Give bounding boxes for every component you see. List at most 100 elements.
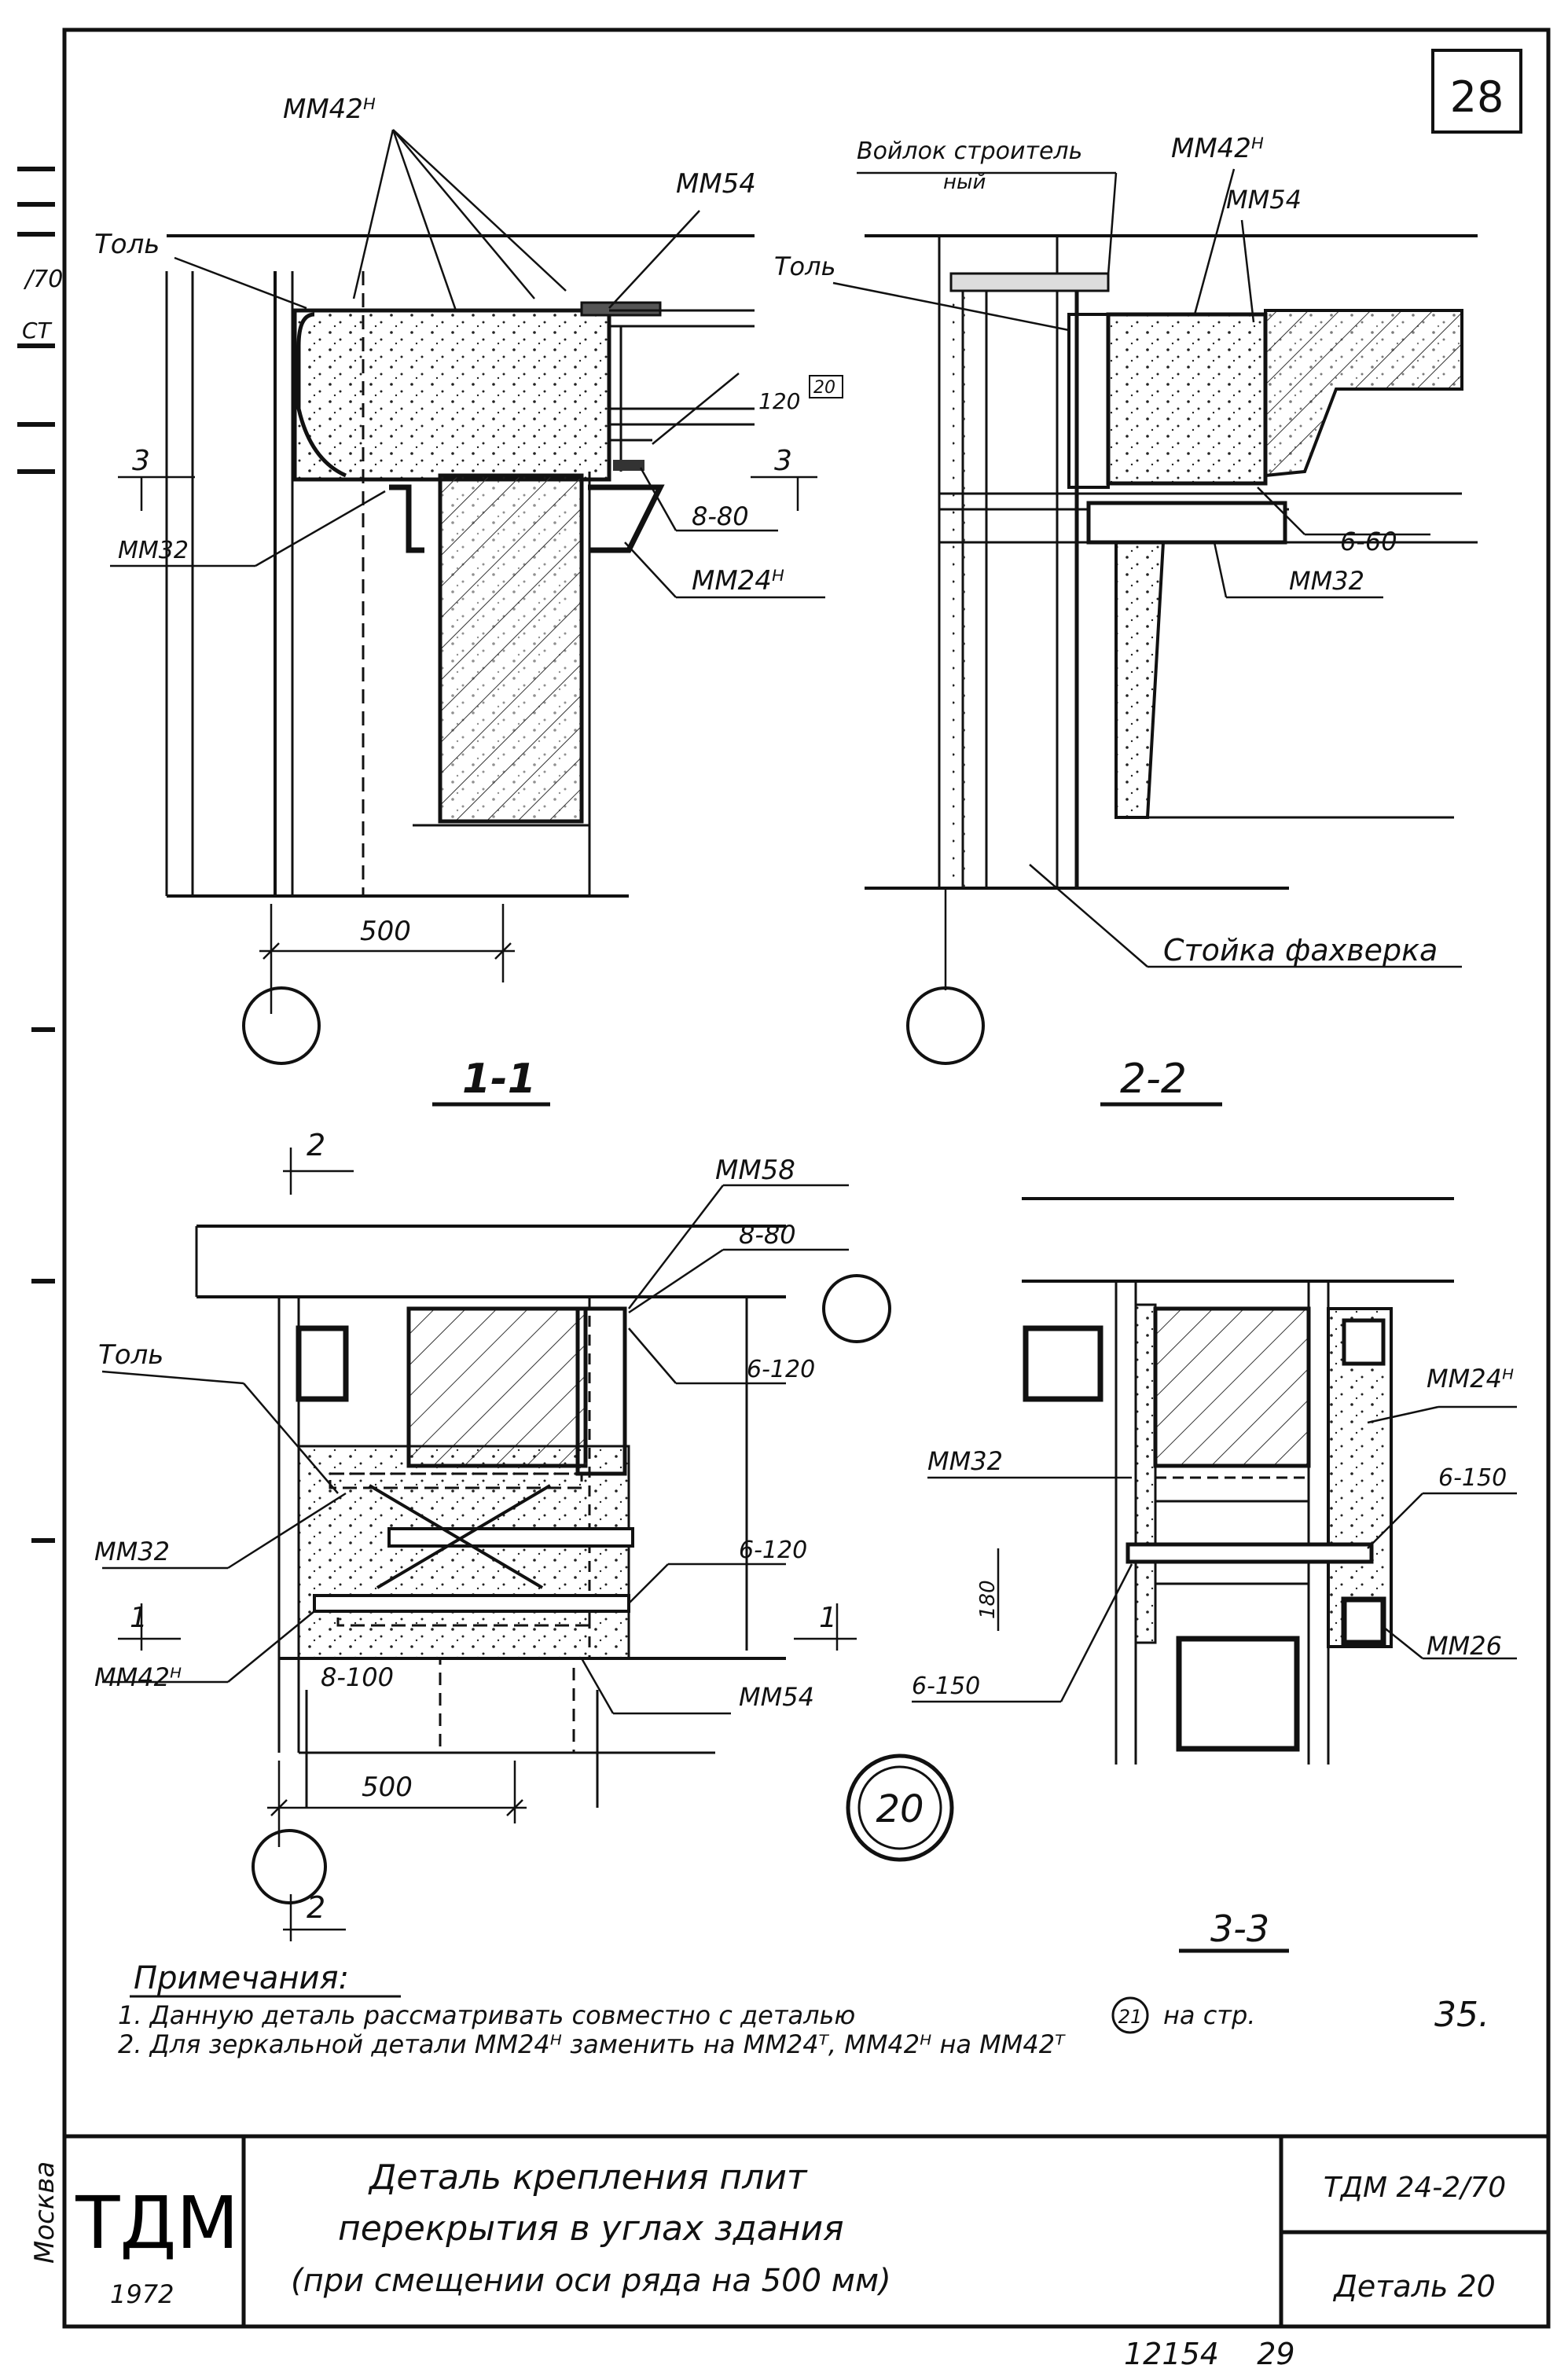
detail-badge-outer <box>846 1754 954 1862</box>
label-8-80-plan: 8-80 <box>739 1220 796 1250</box>
sheet-number-box <box>1431 49 1522 134</box>
label-mm42h-2-2: ММ42ᴴ <box>1171 133 1264 164</box>
margin-fraction: /70 <box>23 266 63 293</box>
title-block-line-1: Деталь крепления плит <box>368 2157 808 2198</box>
box-20-1-1 <box>809 375 843 398</box>
title-2-2: 2-2 <box>1120 1056 1187 1103</box>
label-6-120a-plan: 6-120 <box>747 1356 815 1383</box>
label-6-120b-plan: 6-120 <box>739 1537 807 1564</box>
plan-beam <box>406 1306 588 1468</box>
label-mm42h-1-1: ММ42ᴴ <box>283 94 376 125</box>
plan-channel <box>575 1306 627 1476</box>
angle-mm32-1-1 <box>389 484 424 553</box>
title-block-line-3: (при смещении оси ряда на 500 мм) <box>291 2263 891 2299</box>
beam-1-1-dots <box>440 476 582 821</box>
slab-2-2 <box>1106 312 1268 486</box>
plan-slab <box>297 1445 630 1660</box>
beam-3-3 <box>1153 1306 1311 1468</box>
notes-line-1b: на стр. <box>1163 2000 1255 2030</box>
right-slab-2-2-dots <box>1265 310 1462 476</box>
label-mm58-plan: ММ58 <box>715 1155 795 1186</box>
title-block-year: 1972 <box>110 2279 174 2309</box>
label-3a-1-1: 3 <box>132 445 150 477</box>
label-mm32-1-1: ММ32 <box>118 537 189 564</box>
title-block-detail: Деталь 20 <box>1332 2269 1496 2304</box>
notes-heading: Примечания: <box>134 1960 349 1996</box>
box-left-3-3 <box>1023 1325 1103 1402</box>
box-mm26-3-3 <box>1341 1596 1386 1646</box>
title-block-code: ТДМ 24-2/70 <box>1324 2172 1506 2204</box>
notes-line-1a: 1. Данную деталь рассматривать совместно… <box>118 2000 855 2030</box>
axis-bubble-2-2 <box>906 986 985 1065</box>
label-tol-1-1: Толь <box>94 229 160 260</box>
label-tol-plan: Толь <box>98 1339 163 1371</box>
label-8-80-1-1: 8-80 <box>692 501 749 531</box>
label-mm24h-1-1: ММ24ᴴ <box>692 565 784 597</box>
plan-plate-upper <box>387 1527 634 1548</box>
title-3-3: 3-3 <box>1210 1908 1269 1950</box>
wall-insert-2-2 <box>1067 313 1110 489</box>
notes-ref-circle <box>1111 1996 1149 2034</box>
label-mm26-3-3: ММ26 <box>1427 1631 1502 1661</box>
slab-1-1 <box>292 308 611 482</box>
label-mm32-plan: ММ32 <box>94 1537 170 1566</box>
title-block-line-2: перекрытия в углах здания <box>338 2209 844 2249</box>
box-upper-3-3 <box>1342 1318 1386 1366</box>
plate-3-3 <box>1126 1542 1374 1564</box>
label-6-150a-3-3: 6-150 <box>1438 1464 1507 1492</box>
notes-line-2: 2. Для зеркальной детали ММ24ᴴ заменить … <box>118 2029 1066 2059</box>
label-6-150b-3-3: 6-150 <box>912 1673 980 1700</box>
label-mm32-3-3: ММ32 <box>927 1446 1003 1476</box>
label-box20-1-1: 20 <box>813 378 835 398</box>
plan-plate-lower <box>313 1594 630 1613</box>
title-block-lines <box>64 2134 1548 2326</box>
bottom-stamp: 12154 29 <box>1124 2337 1295 2371</box>
notes-ref: 21 <box>1118 2006 1143 2028</box>
margin-ticks <box>17 167 55 1543</box>
leaders-2-2 <box>832 168 1462 990</box>
sheet-number: 28 <box>1450 72 1504 122</box>
sheet-frame <box>62 28 1551 2329</box>
leaders-plan <box>101 1148 857 1941</box>
label-voilok2-2-2: ный <box>943 171 986 194</box>
axis-bubble-plan-right <box>822 1274 891 1343</box>
leaders-1-1 <box>110 129 825 599</box>
margin-st: СТ <box>22 318 53 343</box>
notes-page: 35. <box>1434 1995 1489 2035</box>
axis-bubble-plan <box>252 1829 327 1904</box>
plan-below <box>439 1657 575 1754</box>
felt-2-2 <box>953 275 967 888</box>
label-mm32-2-2: ММ32 <box>1289 566 1364 596</box>
section-1-1-drawing <box>165 234 755 898</box>
title-block-org: ТДМ <box>75 2181 238 2265</box>
bars-3-3 <box>1155 1476 1309 1585</box>
label-mm42h-plan: ММ42ᴴ <box>94 1662 182 1692</box>
label-mm54-plan: ММ54 <box>739 1682 814 1712</box>
label-8-100-plan: 8-100 <box>321 1662 394 1692</box>
margin-city: Москва <box>29 2161 61 2264</box>
plate-mm54-1-1 <box>580 301 662 317</box>
label-mm54-1-1: ММ54 <box>676 168 756 200</box>
felt-cap-2-2 <box>949 272 1110 292</box>
label-stoika-2-2: Стойка фахверка <box>1163 933 1438 968</box>
leaders-3-3 <box>912 1405 1517 1703</box>
detail-badge-number: 20 <box>876 1787 924 1831</box>
axis-bubble-1-1 <box>242 986 321 1065</box>
label-tol-2-2: Толь <box>774 252 835 281</box>
label-1b-plan: 1 <box>819 1602 837 1634</box>
right-slab-1-1 <box>609 309 755 472</box>
title-1-1: 1-1 <box>462 1056 536 1103</box>
label-180-3-3: 180 <box>976 1580 1000 1619</box>
plan-box-left <box>296 1325 349 1402</box>
label-500-1-1: 500 <box>360 916 411 947</box>
label-3b-1-1: 3 <box>774 445 792 477</box>
plan-cross <box>368 1484 552 1589</box>
label-500-plan: 500 <box>362 1772 413 1803</box>
label-6-60-2-2: 6-60 <box>1340 527 1397 556</box>
label-2a-plan: 2 <box>307 1128 325 1162</box>
label-mm24h-3-3: ММ24ᴴ <box>1427 1364 1514 1394</box>
weld-1-1 <box>613 460 644 471</box>
label-1a-plan: 1 <box>130 1602 148 1634</box>
detail-badge-inner <box>857 1765 942 1850</box>
